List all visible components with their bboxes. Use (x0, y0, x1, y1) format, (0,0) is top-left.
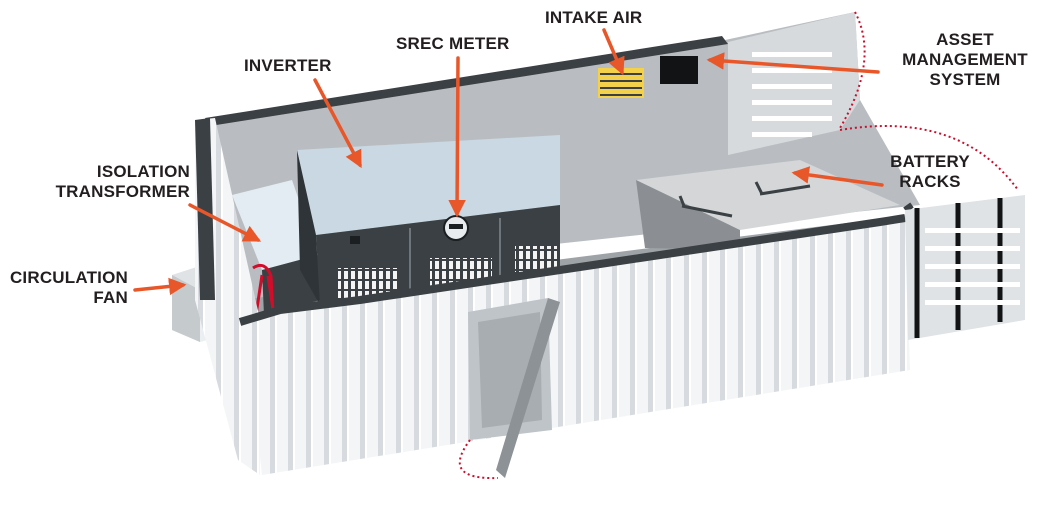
label-circulation-fan-line2: FAN (93, 288, 128, 307)
srec-meter-icon (443, 215, 469, 241)
arrow-battery-racks (791, 166, 884, 187)
label-srec-meter-text: SREC METER (396, 34, 510, 53)
label-ams-line2: MANAGEMENT (902, 50, 1028, 69)
label-isolation-transformer: ISOLATION TRANSFORMER (40, 162, 190, 202)
arrow-isolation-transformer (188, 203, 262, 242)
label-intake-air: INTAKE AIR (545, 8, 642, 28)
arrow-srec-meter (448, 56, 466, 218)
label-srec-meter: SREC METER (396, 34, 509, 54)
asset-management-panel (660, 56, 698, 84)
arrow-asset-management (706, 52, 880, 74)
label-isolation-transformer-line1: ISOLATION (96, 162, 190, 181)
front-side-wall (238, 202, 914, 475)
label-asset-management-system: ASSET MANAGEMENT SYSTEM (890, 30, 1040, 90)
arrow-circulation-fan (133, 277, 187, 296)
label-inverter-text: INVERTER (244, 56, 332, 75)
label-battery-racks-line2: RACKS (899, 172, 961, 191)
label-battery-racks-line1: BATTERY (890, 152, 970, 171)
label-ams-line3: SYSTEM (929, 70, 1001, 89)
side-access-door (458, 298, 560, 480)
label-ams-line1: ASSET (936, 30, 994, 49)
label-inverter: INVERTER (244, 56, 332, 76)
front-end-door (839, 125, 1025, 340)
rear-end-door (728, 11, 866, 155)
label-circulation-fan-line1: CIRCULATION (9, 268, 128, 287)
arrow-inverter (313, 78, 362, 169)
label-intake-air-text: INTAKE AIR (545, 8, 643, 27)
label-battery-racks: BATTERY RACKS (880, 152, 980, 192)
arrow-intake-air (602, 28, 625, 76)
left-end-wall (195, 118, 260, 475)
label-circulation-fan: CIRCULATION FAN (0, 268, 128, 308)
label-isolation-transformer-line2: TRANSFORMER (55, 182, 190, 201)
